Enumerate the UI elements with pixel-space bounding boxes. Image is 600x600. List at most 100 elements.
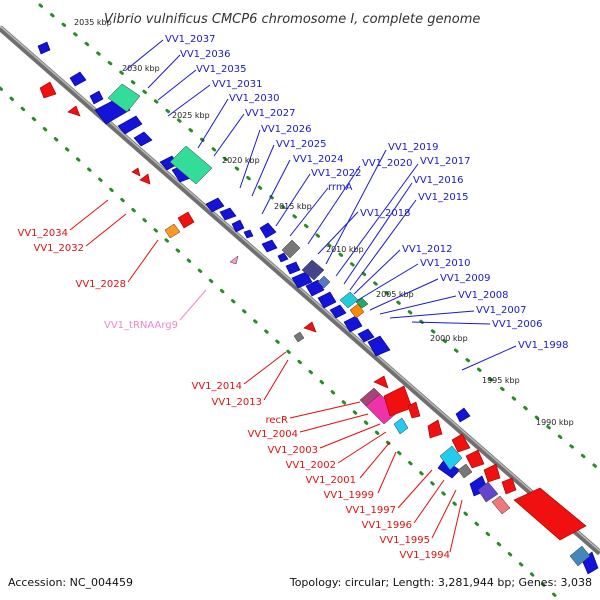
tick-label: 2005 kbp [376, 290, 414, 299]
gene-label[interactable]: VV1_2015 [418, 192, 469, 203]
gene-label[interactable]: VV1_2026 [261, 124, 312, 135]
gene-label[interactable]: VV1_2035 [196, 64, 247, 75]
rna-leader [179, 289, 207, 321]
accession-text: Accession: NC_004459 [8, 576, 133, 589]
gene-label[interactable]: VV1_1996 [362, 520, 413, 531]
gene-label[interactable]: VV1_2009 [440, 273, 491, 284]
gene-feature [67, 105, 81, 117]
gene-label[interactable]: VV1_2008 [458, 290, 509, 301]
gene-feature [317, 291, 337, 309]
gene-feature [491, 495, 511, 515]
gene-feature [569, 545, 591, 567]
gene-label[interactable]: VV1_2012 [402, 244, 453, 255]
tick-label: 2030 kbp [122, 64, 160, 73]
gene-feature [457, 463, 473, 479]
gene-label[interactable]: VV1_2025 [276, 139, 327, 150]
gene-label[interactable]: VV1_1999 [324, 490, 375, 501]
gene-feature [277, 252, 289, 263]
gene-label[interactable]: VV1_2028 [76, 279, 127, 290]
gene-feature [439, 445, 463, 471]
gene-label[interactable]: VV1_2018 [360, 208, 411, 219]
gene-feature [89, 90, 104, 105]
gene-label[interactable]: VV1_2031 [212, 79, 263, 90]
gene-label[interactable]: VV1_2019 [388, 142, 439, 153]
tick-label: 2015 kbp [274, 202, 312, 211]
gene-feature [357, 328, 375, 343]
gene-feature [501, 477, 517, 495]
gene-feature [349, 303, 365, 319]
gene-feature [139, 173, 151, 185]
gene-label[interactable]: VV1_1995 [380, 535, 431, 546]
gene-feature [451, 433, 471, 453]
gene-label[interactable]: VV1_2027 [245, 108, 296, 119]
gene-feature [305, 279, 325, 297]
gene-label[interactable]: VV1_2024 [293, 154, 344, 165]
tick-label: 2010 kbp [326, 245, 364, 254]
gene-label[interactable]: VV1_2030 [229, 93, 280, 104]
rna-label[interactable]: VV1_tRNAArg9 [104, 320, 178, 331]
gene-label[interactable]: VV1_2016 [413, 175, 464, 186]
minus-strand-features [39, 81, 587, 541]
gene-label[interactable]: VV1_2036 [180, 49, 231, 60]
rrna-feature [169, 145, 213, 185]
gene-label[interactable]: VV1_2001 [306, 475, 357, 486]
outer-guide-line [38, 3, 600, 472]
gene-feature [477, 481, 499, 503]
gene-label[interactable]: VV1_1994 [400, 550, 451, 561]
gene-label[interactable]: VV1_2032 [34, 243, 85, 254]
gene-label[interactable]: VV1_1998 [518, 340, 569, 351]
gene-feature [117, 115, 143, 135]
rrna-feature [107, 83, 141, 113]
gene-feature [37, 41, 51, 55]
gene-feature [427, 419, 443, 439]
gene-feature [339, 291, 359, 309]
gene-feature [293, 331, 305, 343]
gene-feature [261, 239, 278, 253]
gene-feature [231, 219, 245, 233]
gene-feature [329, 304, 347, 319]
gene-label[interactable]: VV1_2010 [420, 258, 471, 269]
gene-feature [205, 197, 225, 213]
gene-label[interactable]: VV1_2022 [311, 168, 362, 179]
guide-lines [0, 3, 600, 600]
gene-label[interactable]: VV1_2006 [492, 319, 543, 330]
scale-ticks: 2035 kbp 2030 kbp 2025 kbp 2020 kbp 2015… [74, 18, 574, 427]
gene-label[interactable]: VV1_1997 [346, 505, 397, 516]
gene-feature [285, 261, 301, 275]
gene-label[interactable]: VV1_2002 [286, 460, 337, 471]
plus-labels: VV1_2037 VV1_2036 VV1_2035 VV1_2031 VV1_… [165, 34, 569, 351]
gene-label[interactable]: VV1_2013 [212, 397, 263, 408]
gene-label[interactable]: VV1_2014 [192, 381, 243, 392]
gene-label[interactable]: recR [266, 415, 289, 426]
gene-label[interactable]: VV1_2020 [362, 158, 413, 169]
gene-label[interactable]: VV1_2003 [268, 445, 319, 456]
gene-feature [455, 407, 471, 423]
colored-features [107, 83, 591, 567]
gene-label[interactable]: VV1_2017 [420, 156, 471, 167]
minus-leaders [69, 199, 463, 553]
tick-label: 2020 kbp [222, 156, 260, 165]
trna-feature [229, 255, 239, 265]
gene-feature [465, 449, 485, 469]
backbone-line [0, 25, 600, 556]
gene-feature [177, 211, 195, 229]
gene-label[interactable]: VV1_2034 [18, 228, 69, 239]
gene-feature [407, 401, 421, 419]
tick-label: 2000 kbp [430, 334, 468, 343]
gene-feature [243, 229, 254, 239]
gene-label[interactable]: VV1_2037 [165, 34, 216, 45]
gene-label[interactable]: VV1_2007 [476, 305, 527, 316]
gene-feature [367, 335, 391, 357]
topology-text: Topology: circular; Length: 3,281,944 bp… [289, 576, 592, 589]
gene-feature [133, 131, 153, 147]
gene-feature [513, 487, 587, 541]
gene-label[interactable]: VV1_2004 [248, 429, 299, 440]
gene-feature [131, 167, 141, 177]
gene-feature [301, 259, 325, 281]
gene-label[interactable]: rrmA [328, 182, 353, 193]
gene-feature [39, 81, 57, 99]
gene-feature [164, 223, 181, 239]
tick-label: 2025 kbp [172, 111, 210, 120]
gene-feature [393, 417, 409, 435]
